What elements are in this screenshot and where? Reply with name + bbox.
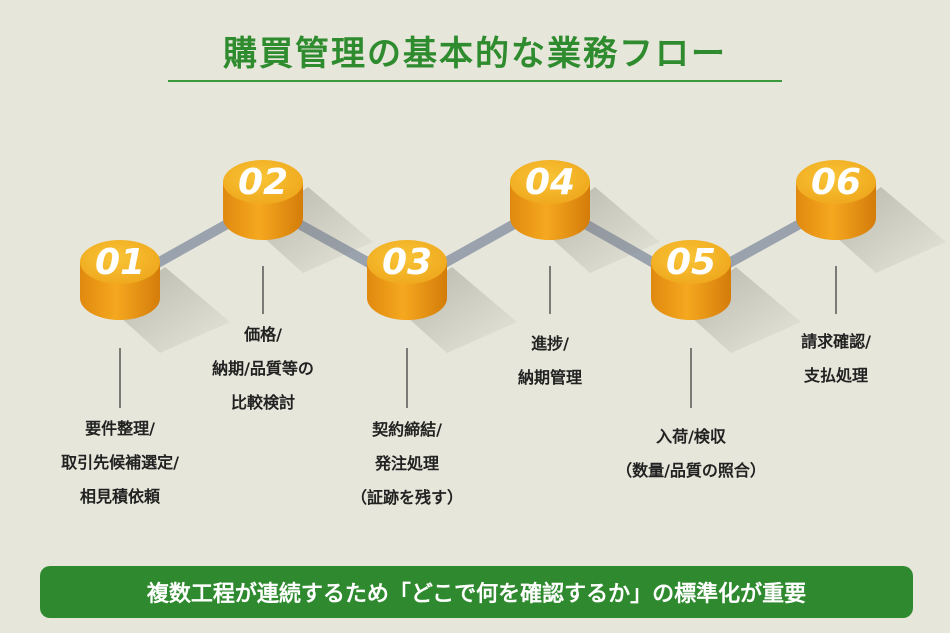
step-node-02: 02 [223,160,373,273]
step-label-01: 要件整理/ 取引先候補選定/ 相見積依頼 [61,419,179,506]
step-number: 02 [238,162,288,203]
step-number: 06 [811,162,861,203]
page-title: 購買管理の基本的な業務フロー [223,34,727,74]
step-number: 03 [382,242,432,283]
step-label-05: 入荷/検収 （数量/品質の照合） [616,427,766,480]
node-cylinder-top [651,240,731,284]
node-cylinder-top [80,240,160,284]
step-node-05: 05 [651,240,801,353]
step-number: 05 [666,242,716,283]
step-label-06: 請求確認/ 支払処理 [801,332,871,385]
step-node-04: 04 [510,160,660,273]
node-cylinder-top [367,240,447,284]
step-node-01: 01 [80,240,230,353]
step-node-06: 06 [796,160,946,273]
summary-banner: 複数工程が連続するため「どこで何を確認するか」の標準化が重要 [40,566,913,618]
step-label-03: 契約締結/ 発注処理 （証跡を残す） [350,420,463,507]
title-underline [168,80,782,82]
node-cylinder-top [796,160,876,204]
step-number: 01 [95,242,145,283]
node-cylinder-top [223,160,303,204]
step-node-03: 03 [367,240,517,353]
node-cylinder-top [510,160,590,204]
step-number: 04 [525,162,575,203]
step-label-02: 価格/ 納期/品質等の 比較検討 [212,325,314,412]
step-label-04: 進捗/ 納期管理 [517,334,582,387]
